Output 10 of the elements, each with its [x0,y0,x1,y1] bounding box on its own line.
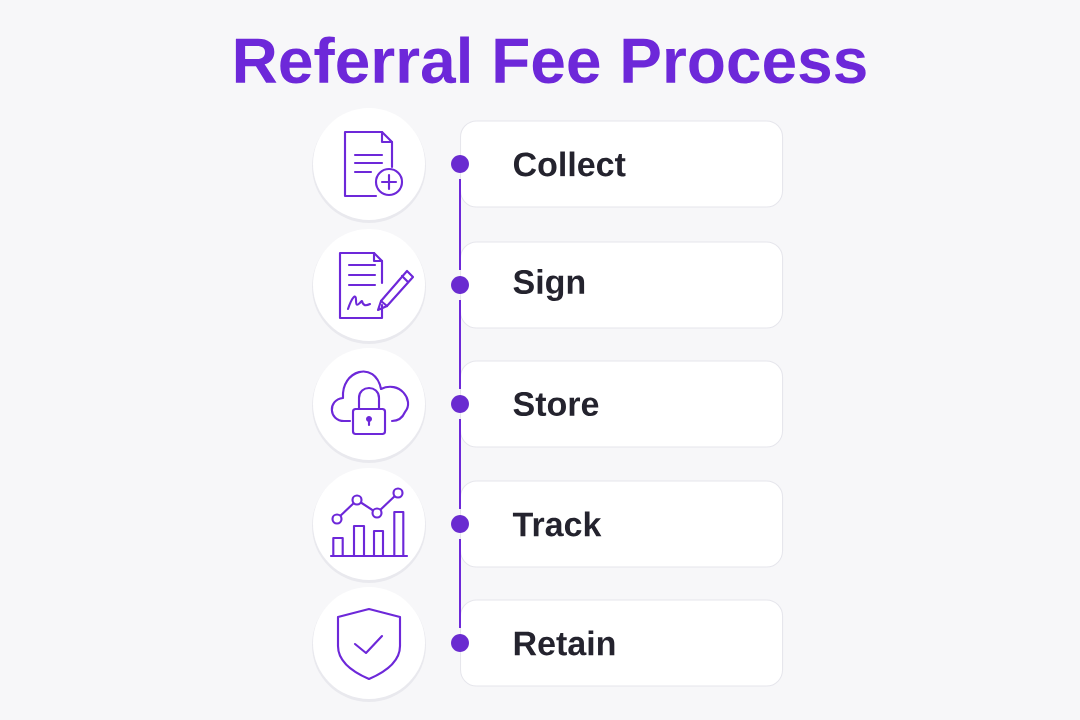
step-box: Store [460,360,784,448]
step-box: Sign [460,241,784,329]
connector-line [459,538,461,629]
title: Referral Fee Process [235,36,866,84]
connector-line [459,418,461,510]
step-box: Retain [460,599,784,687]
connector-line [459,178,461,271]
step-box: Collect [460,120,784,208]
connector-line [459,299,461,390]
step-box: Track [460,480,784,568]
